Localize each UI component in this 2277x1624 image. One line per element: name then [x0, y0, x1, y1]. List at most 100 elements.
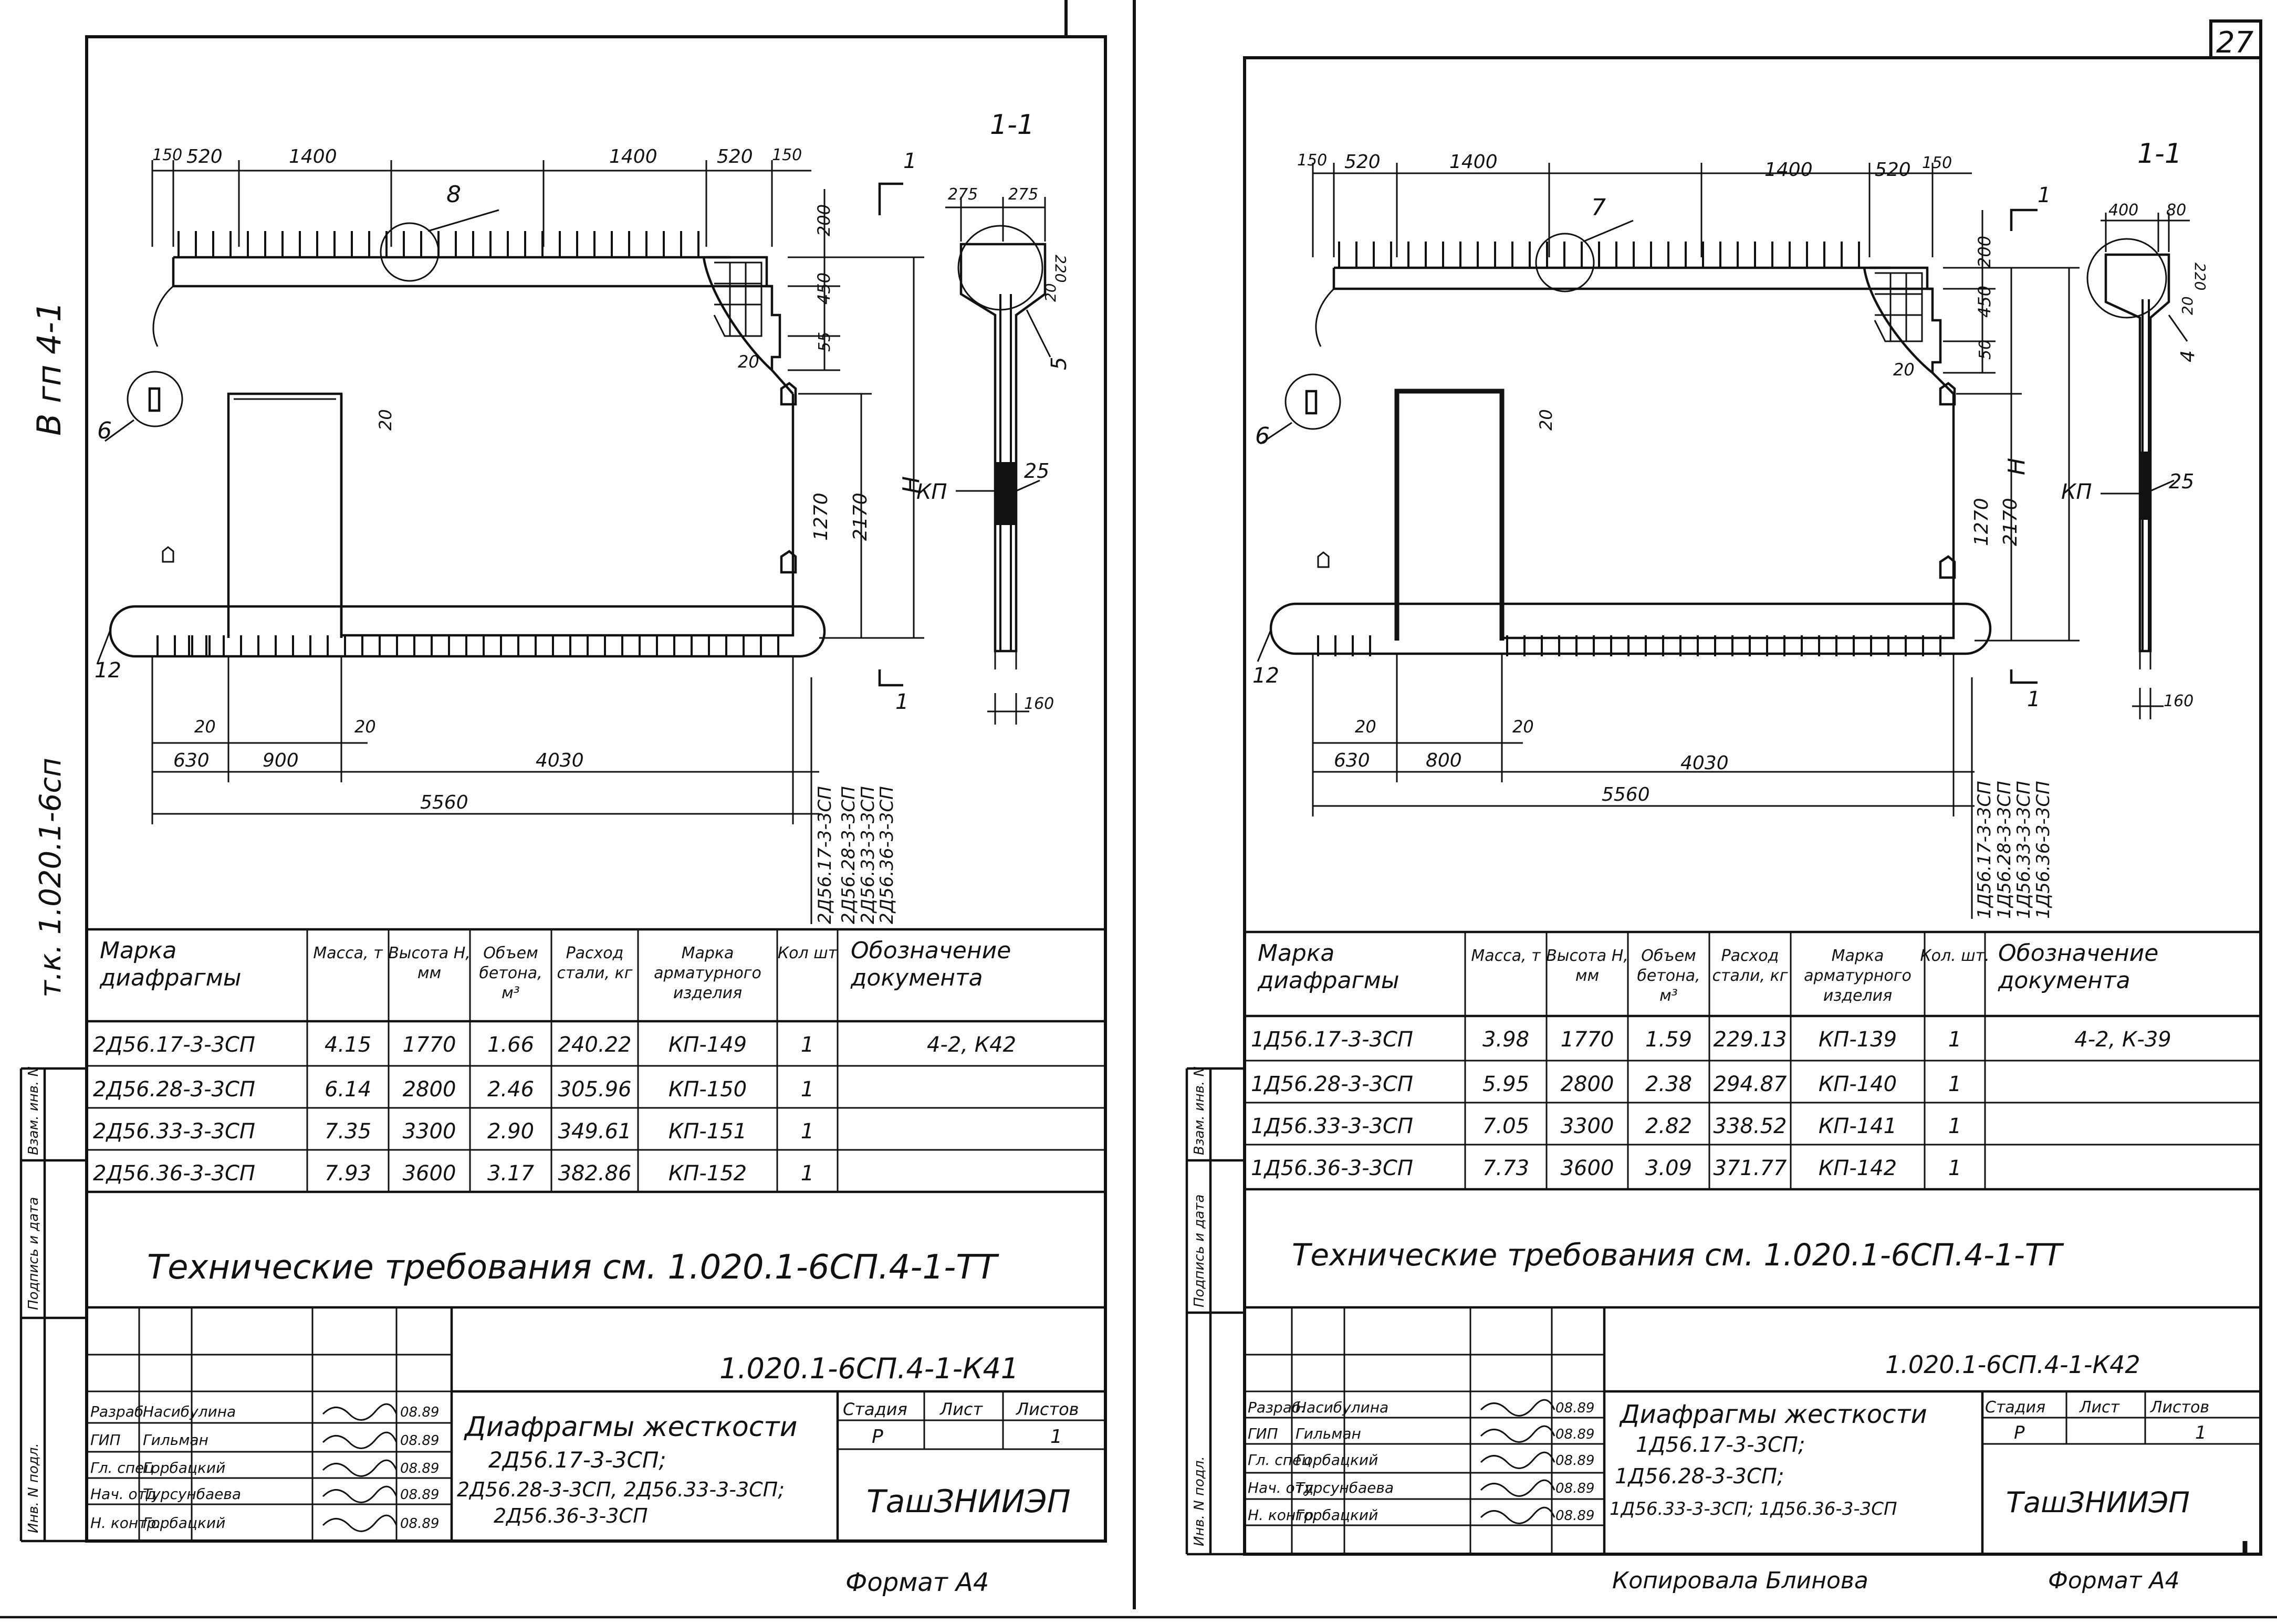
left-table-header-2: Высота H,: [388, 944, 471, 962]
right-table-cell: 7.05: [1482, 1114, 1529, 1138]
left-signer-name: Гильман: [143, 1431, 208, 1449]
right-table-cell: КП-141: [1819, 1114, 1897, 1138]
right-signer-role: Гл. спец: [1248, 1451, 1311, 1469]
right-signer-date: 08.89: [1555, 1400, 1594, 1416]
left-table-cell: 3.17: [487, 1161, 535, 1186]
right-table-header-7: Обозначение: [1998, 940, 2158, 967]
left-dim-right-1: 450: [814, 273, 834, 305]
left-table-header-0: диафрагмы: [99, 965, 242, 991]
right-table-header-3: м³: [1659, 987, 1678, 1005]
right-signer-role: Разраб.: [1248, 1399, 1305, 1416]
left-table-header-7: документа: [850, 965, 983, 991]
right-dim-right-0: 200: [1975, 236, 1994, 268]
right-table-cell: КП-142: [1819, 1156, 1897, 1180]
right-table-cell: 2.38: [1645, 1072, 1692, 1096]
left-table-cell: 6.14: [325, 1077, 371, 1102]
left-sheet-frame: [85, 35, 1107, 1543]
left-signer-role: Гл. спец: [90, 1459, 154, 1476]
left-title-block: [87, 1306, 1105, 1543]
left-margin-label-2: Подпись и дата: [26, 1197, 41, 1310]
right-mark-1: 1Д56.28-3-3СП: [1994, 781, 2015, 919]
right-dim-top-5: 150: [1922, 154, 1952, 172]
left-note: Технические требования см. 1.020.1-6СП.4…: [147, 1248, 999, 1287]
right-table-cell: 2800: [1561, 1072, 1614, 1096]
right-dim-section-0: 400: [2108, 201, 2138, 219]
right-table-cell: 338.52: [1714, 1114, 1787, 1138]
left-title-3: 2Д56.36-3-3СП: [494, 1504, 648, 1527]
page-number: 27: [2216, 26, 2254, 60]
right-table-cell: 1Д56.28-3-3СП: [1251, 1072, 1413, 1096]
left-table-cell: 305.96: [558, 1077, 632, 1102]
right-mark-0: 1Д56.17-3-3СП: [1974, 781, 1995, 919]
right-note: Технические требования см. 1.020.1-6СП.4…: [1292, 1237, 2064, 1273]
left-mark-3: 2Д56.36-3-3СП: [876, 786, 897, 924]
left-signer-date: 08.89: [400, 1461, 439, 1476]
right-table-header-7: документа: [1998, 967, 2130, 994]
right-stamp-v2: 1: [2195, 1422, 2207, 1443]
left-dim-section-3: 20: [1042, 283, 1059, 302]
right-signer-name: Гильман: [1296, 1425, 1361, 1442]
left-table-cell: 7.35: [325, 1119, 371, 1144]
left-section-drawing: [945, 197, 1047, 725]
right-dim-bottom-5: 5560: [1602, 784, 1650, 805]
right-stamp-h2: Листов: [2150, 1398, 2209, 1417]
left-dim-top-0: 150: [152, 146, 182, 164]
left-table-cell: 240.22: [558, 1033, 632, 1057]
right-table-cell: 1: [1948, 1114, 1961, 1138]
left-dim-right-5: 2170: [850, 493, 871, 541]
right-table-header-3: Объем: [1641, 947, 1696, 965]
right-table-cell: 1Д56.36-3-3СП: [1251, 1156, 1413, 1180]
left-signer-role: ГИП: [90, 1431, 121, 1449]
left-table-cell: 2.90: [487, 1119, 534, 1144]
right-callout-25: 25: [2169, 470, 2194, 493]
right-copied-by: Копировала Блинова: [1612, 1567, 1868, 1594]
left-table-cell: КП-149: [669, 1033, 747, 1057]
right-signer-role: Нач. отд: [1248, 1479, 1313, 1496]
right-dim-bottom-4: 4030: [1680, 752, 1729, 774]
right-dim-section-4: 160: [2164, 692, 2194, 710]
right-dim-right-3b: 20: [1536, 409, 1556, 431]
right-section-drawing: [2086, 213, 2190, 719]
left-table-header-0: Марка: [100, 937, 176, 964]
left-signer-date: 08.89: [400, 1405, 439, 1420]
right-table-cell: 294.87: [1714, 1072, 1788, 1096]
left-table-cell: 2Д56.28-3-3СП: [93, 1077, 255, 1102]
left-callout-6: 6: [97, 417, 112, 444]
right-format: Формат А4: [2048, 1567, 2180, 1594]
left-table-cell: 2.46: [487, 1077, 534, 1102]
left-dim-section-4: 160: [1024, 695, 1054, 713]
left-signer-role: Н. контр.: [90, 1514, 161, 1532]
left-table-cell: 382.86: [558, 1161, 632, 1186]
right-table-cell: 4-2, К-39: [2074, 1028, 2171, 1052]
right-table-cell: 2.82: [1645, 1114, 1692, 1138]
left-doc-code: 1.020.1-6СП.4-1-К41: [719, 1352, 1019, 1385]
left-dim-top-5: 150: [772, 146, 802, 164]
right-table-header-5: Марка: [1832, 947, 1884, 965]
left-table-cell: 7.93: [325, 1161, 371, 1186]
left-dim-bottom-0: 20: [194, 717, 216, 737]
left-stamp-h0: Стадия: [843, 1399, 907, 1419]
left-stamp-h1: Лист: [939, 1399, 983, 1419]
right-title-2: 1Д56.28-3-3СП;: [1615, 1464, 1784, 1489]
left-table-cell: 2800: [403, 1077, 456, 1102]
left-section-label: 1-1: [990, 109, 1035, 141]
left-stamp-v0: Р: [872, 1426, 883, 1448]
right-table-cell: 1: [1948, 1156, 1961, 1180]
right-doc-code: 1.020.1-6СП.4-1-К42: [1885, 1350, 2140, 1379]
left-mark-1: 2Д56.28-3-3СП: [838, 786, 859, 924]
right-dim-right-3: 20: [1893, 360, 1915, 380]
right-table-cell: 1Д56.33-3-3СП: [1251, 1114, 1413, 1138]
left-signer-date: 08.89: [400, 1516, 439, 1532]
left-signer-date: 08.89: [400, 1433, 439, 1449]
right-table-cell: 3300: [1561, 1114, 1614, 1138]
left-dim-top-4: 520: [717, 146, 753, 167]
right-table-header-4: стали, кг: [1712, 967, 1788, 985]
left-title-1: 2Д56.17-3-3СП;: [488, 1447, 666, 1473]
left-dim-right-3b: 20: [375, 409, 395, 431]
right-table-header-4: Расход: [1721, 947, 1779, 965]
right-cut-mark-top: 1: [2038, 183, 2051, 207]
right-signer-date: 08.89: [1555, 1453, 1594, 1469]
left-table-header-3: м³: [502, 984, 520, 1002]
